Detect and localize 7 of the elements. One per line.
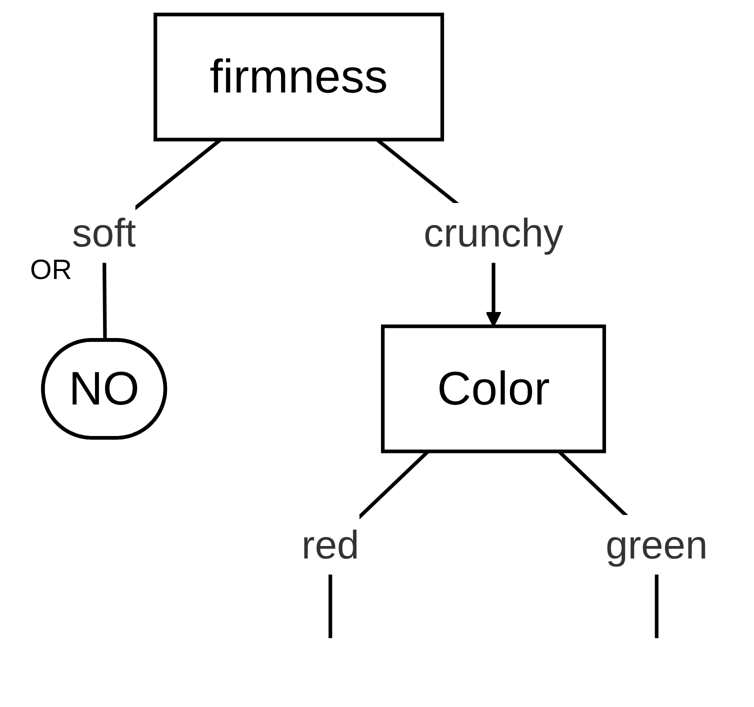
node-box: firmness [154, 12, 444, 142]
edge-label: crunchy [424, 210, 564, 256]
node-box: Color [381, 324, 606, 454]
edge-label: green [606, 522, 708, 568]
edge-label: red [302, 522, 360, 568]
edge-label: soft [72, 210, 136, 256]
note-text: OR [30, 254, 72, 286]
